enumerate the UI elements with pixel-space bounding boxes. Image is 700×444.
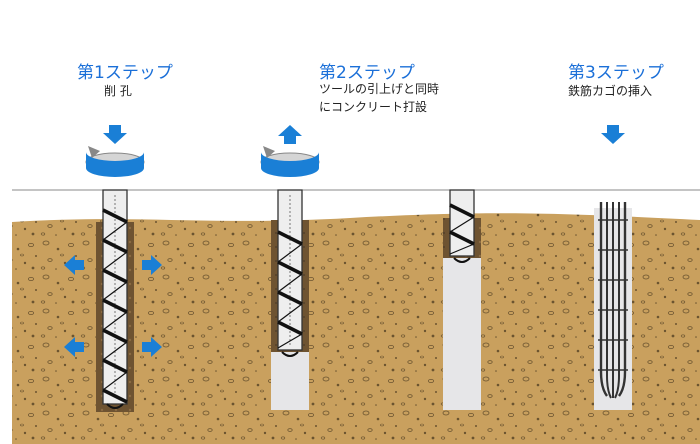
step2b-illustration xyxy=(443,189,481,410)
arrow-right-icon xyxy=(142,337,162,357)
arrow-left-icon xyxy=(64,337,84,357)
arrow-up-icon xyxy=(278,125,302,144)
step2b-concrete xyxy=(443,258,481,410)
step1-illustration xyxy=(64,125,162,412)
step2-description-line1: ツールの引上げと同時 xyxy=(319,82,440,96)
auger-icon xyxy=(277,189,303,357)
ground-surface xyxy=(12,190,700,222)
arrow-down-icon xyxy=(103,125,127,144)
step3-description: 鉄筋カゴの挿入 xyxy=(568,84,653,98)
arrow-down-icon xyxy=(601,125,625,144)
step1-title: 第1ステップ xyxy=(77,63,173,83)
rotation-icon xyxy=(85,146,145,177)
step1-description: 削 孔 xyxy=(104,84,132,98)
step2-description-line2: にコンクリート打設 xyxy=(319,100,428,114)
auger-icon xyxy=(102,189,128,409)
step2-title: 第2ステップ xyxy=(319,63,415,83)
arrow-left-icon xyxy=(64,255,84,275)
arrow-right-icon xyxy=(142,255,162,275)
auger-icon xyxy=(449,189,475,263)
step3-illustration xyxy=(594,125,632,410)
rotation-icon xyxy=(260,146,320,177)
step3-title: 第3ステップ xyxy=(568,63,664,83)
step2-concrete xyxy=(271,352,309,410)
step2-illustration xyxy=(260,125,320,410)
rebar-cage-icon xyxy=(598,202,628,399)
